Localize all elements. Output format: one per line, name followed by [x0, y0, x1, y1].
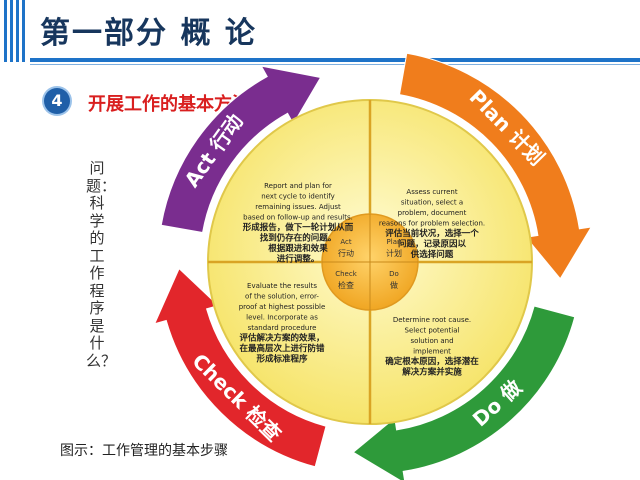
figure-caption: 图示：工作管理的基本步骤 [60, 443, 228, 459]
quadrant-line: implement [413, 348, 451, 356]
arrow-check [153, 267, 327, 468]
quadrant-line: 形成报告，做下一轮计划从而 [243, 222, 354, 233]
center-plan-en: Plan [387, 238, 402, 246]
cycle-arrows [153, 52, 593, 480]
section-title: 开展工作的基本方法 [88, 94, 250, 115]
center-check-en: Check [335, 270, 357, 278]
quadrant-line: 供选择问题 [410, 249, 454, 260]
quadrant-line: standard procedure [248, 324, 317, 332]
center-check-cn: 检查 [338, 280, 354, 290]
quadrant-line: 形成标准程序 [256, 354, 308, 365]
quadrant-line: 根据跟进和效果 [268, 243, 328, 254]
center-do-en: Do [389, 270, 399, 278]
arrow-do [352, 305, 576, 480]
center-do-cn: 做 [390, 280, 398, 290]
quadrant-line: 问题，记录原因以 [398, 239, 467, 250]
quadrant-check-text: Evaluate the results of the solution, err… [239, 282, 326, 365]
center-act-en: Act [340, 238, 352, 246]
quadrant-line: Evaluate the results [247, 282, 317, 290]
quadrant-line: 找到仍存在的问题。 [260, 233, 337, 244]
quadrant-line: of the solution, error- [245, 293, 319, 301]
quadrant-plan-text: Assess current situation, select a problem… [379, 188, 485, 260]
arrow-plan [398, 52, 593, 280]
arrow-act [160, 65, 322, 234]
quadrant-line: Determine root cause. [393, 316, 471, 324]
section-number-badge: 4 [44, 88, 70, 114]
quadrant-line: next cycle to identify [261, 193, 335, 201]
quadrant-line: remaining issues. Adjust [255, 203, 341, 211]
quadrant-line: 进行调整。 [277, 254, 320, 265]
quadrant-line: proof at highest possible [239, 303, 326, 311]
quadrant-line: 评估当前状况，选择一个 [385, 228, 479, 239]
quadrant-do-text: Determine root cause. Select potential sol… [385, 316, 479, 378]
quadrant-line: 评估解决方案的效果， [239, 333, 324, 344]
quadrant-line: Report and plan for [264, 182, 332, 190]
header-divider-thin [30, 64, 640, 65]
quadrant-line: problem, document [398, 209, 467, 217]
quadrant-line: Assess current [406, 188, 457, 196]
quadrant-act-text: Report and plan for next cycle to identif… [243, 182, 354, 265]
quadrant-line: level. Incorporate as [246, 314, 318, 322]
quadrant-line: reasons for problem selection. [379, 220, 485, 228]
quadrant-line: based on follow-up and results. [243, 214, 353, 222]
center-act-cn: 行动 [338, 248, 354, 258]
quadrant-line: 确定根本原因，选择潜在 [385, 356, 479, 367]
quadrant-line: 解决方案并实施 [402, 367, 462, 378]
page-title: 第一部分 概 论 [40, 16, 257, 51]
header-stripe [0, 0, 26, 62]
quadrant-line: Select potential [405, 327, 460, 335]
quadrant-line: 在最高层次上进行防错 [239, 343, 325, 354]
header-divider [30, 58, 640, 62]
quadrant-line: solution and [410, 337, 453, 345]
quadrant-line: situation, select a [401, 199, 463, 207]
center-plan-cn: 计划 [386, 248, 402, 258]
